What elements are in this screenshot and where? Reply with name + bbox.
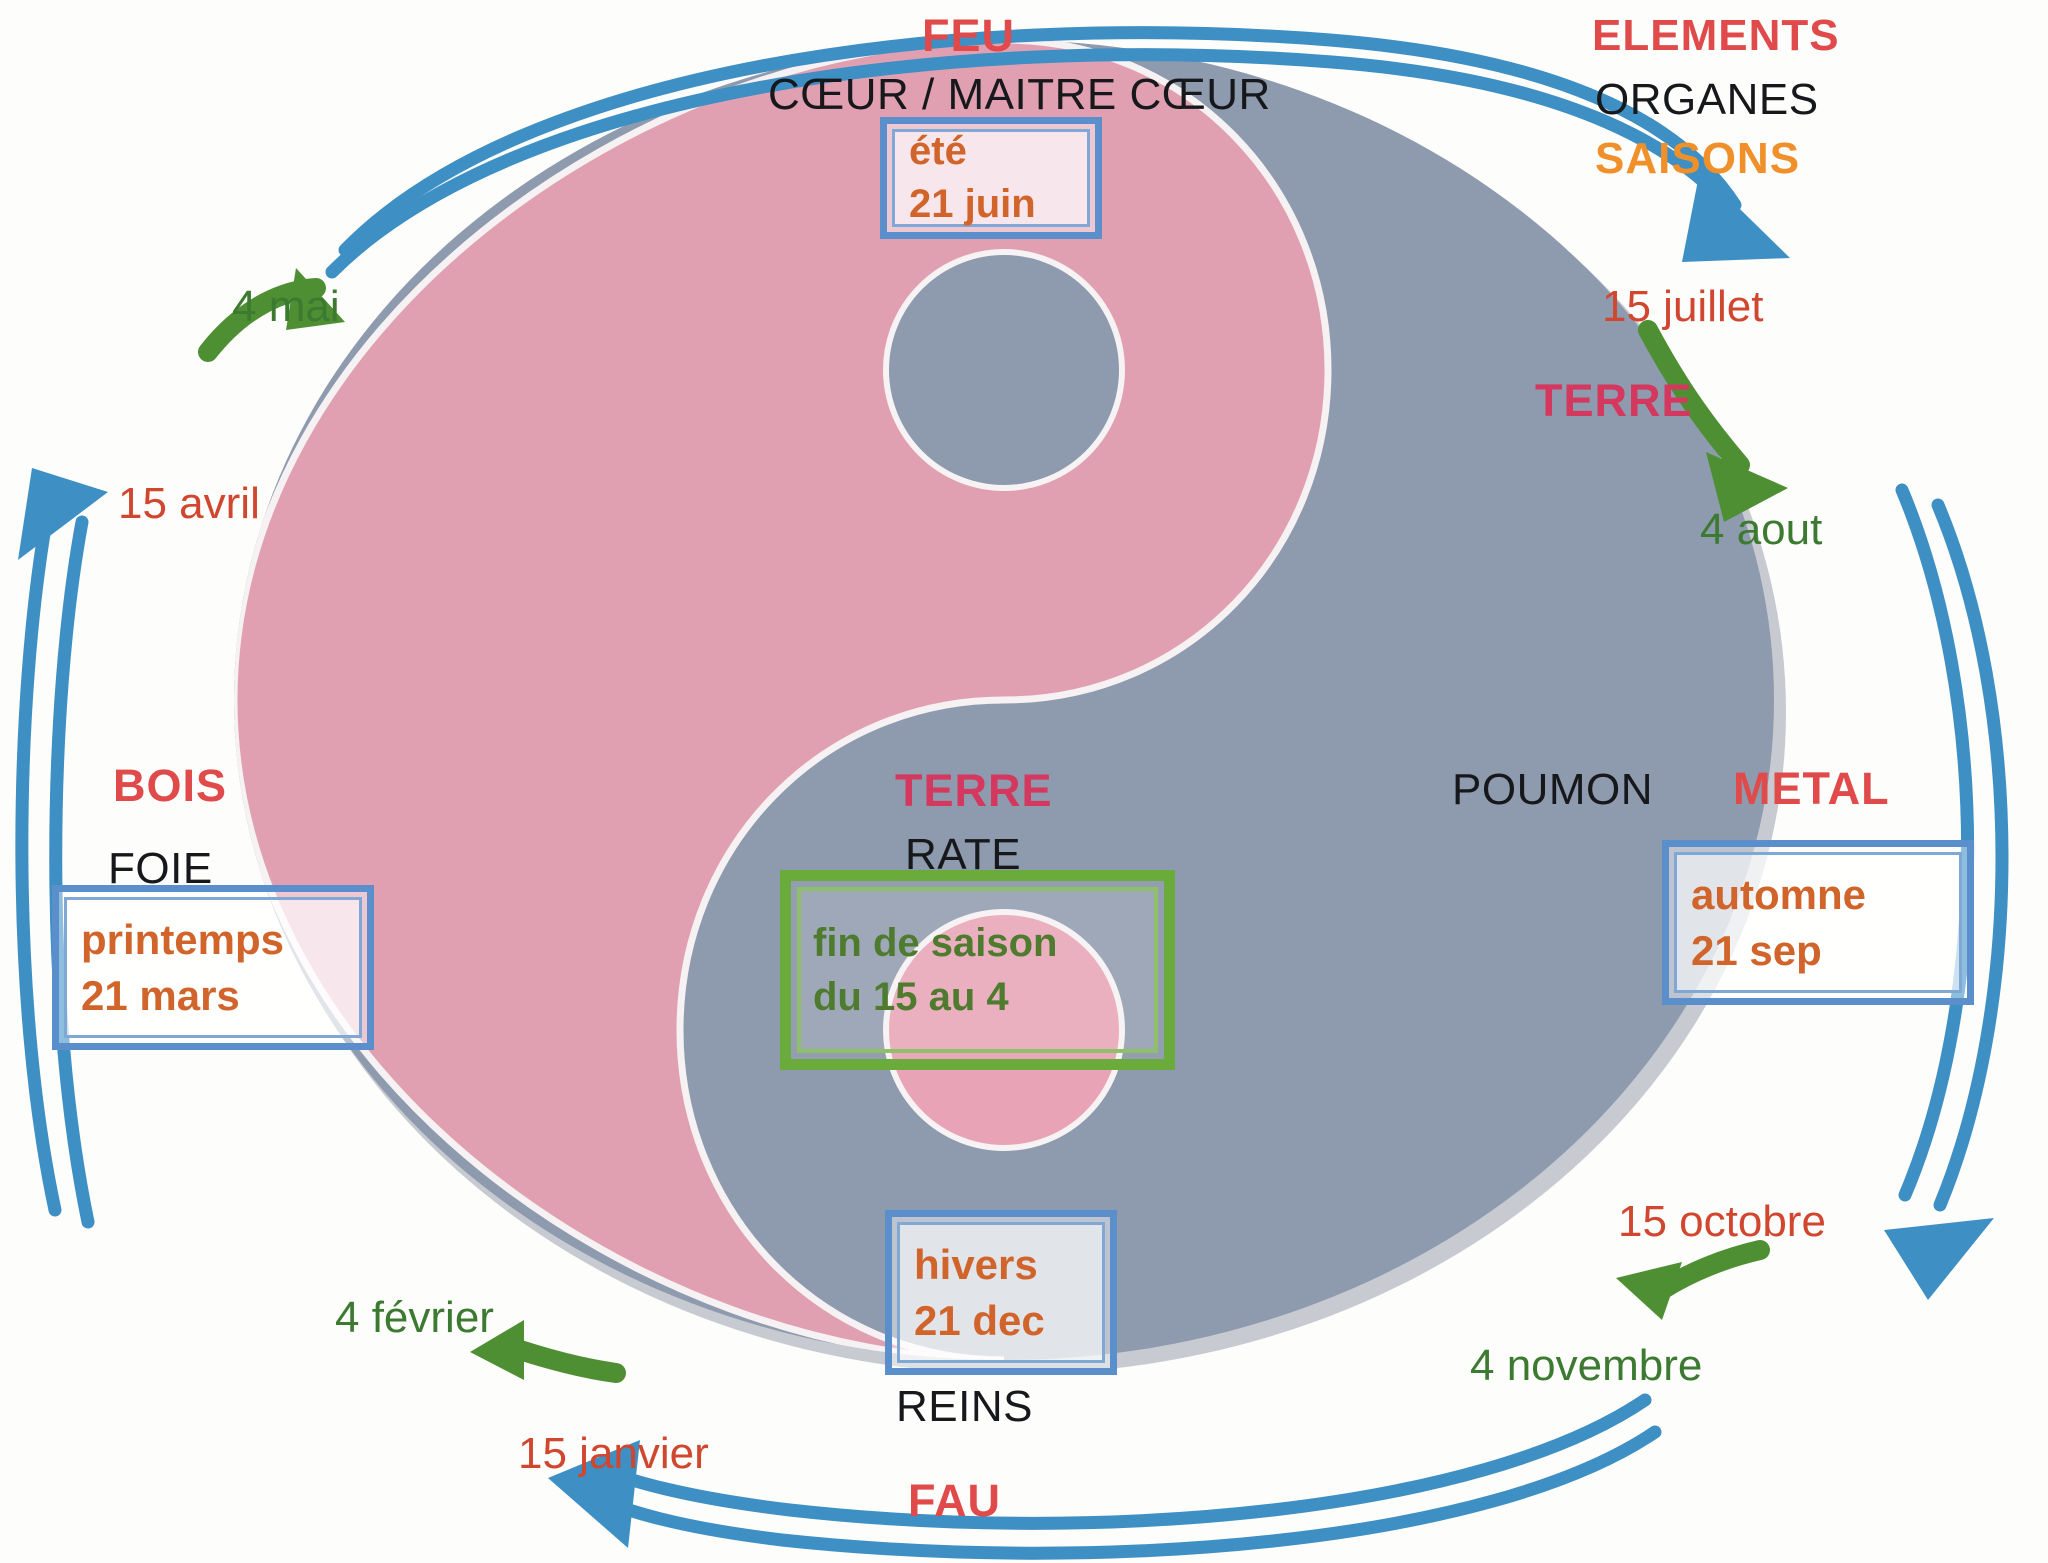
date-4-mai: 4 mai (232, 282, 340, 331)
arrowhead-green-4mai (286, 268, 345, 330)
date-4-fevrier: 4 février (335, 1293, 494, 1342)
season-printemps-date: 21 mars (81, 971, 240, 1019)
yin-dot (883, 249, 1125, 491)
date-15-juillet: 15 juillet (1602, 282, 1764, 331)
yang-dot (883, 909, 1125, 1151)
arrowhead-right-down (1884, 1218, 1994, 1300)
season-ete-name: été (909, 129, 967, 174)
organ-reins: REINS (896, 1382, 1033, 1431)
organ-poumon: POUMON (1452, 765, 1653, 814)
organ-foie: FOIE (108, 844, 213, 893)
season-box-automne: automne 21 sep (1662, 840, 1974, 1005)
arrowhead-green-4nov (1616, 1262, 1682, 1320)
organ-rate: RATE (905, 830, 1022, 879)
season-hivers-name: hivers (914, 1241, 1038, 1289)
green-arrowheads (286, 268, 1788, 1380)
element-metal: METAL (1733, 763, 1890, 814)
arrowhead-green-4fev (470, 1320, 524, 1380)
arrowhead-bottom-left (548, 1440, 640, 1548)
season-box-printemps: printemps 21 mars (52, 885, 374, 1050)
organ-coeur: CŒUR / MAITRE CŒUR (768, 70, 1271, 119)
season-fin-line2: du 15 au 4 (813, 975, 1009, 1019)
date-4-novembre: 4 novembre (1470, 1341, 1703, 1390)
element-bois: BOIS (113, 760, 228, 811)
date-15-janvier: 15 janvier (518, 1429, 709, 1478)
legend-organes: ORGANES (1595, 75, 1819, 124)
element-feu: FEU (922, 10, 1015, 61)
arrowhead-green-4aout (1706, 452, 1788, 522)
legend-elements: ELEMENTS (1592, 11, 1840, 60)
blue-cycle-arrows (15, 26, 2009, 1560)
season-fin-line1: fin de saison (813, 921, 1058, 965)
arrowhead-left-up (18, 468, 108, 560)
season-hivers-date: 21 dec (914, 1296, 1045, 1344)
date-15-octobre: 15 octobre (1618, 1197, 1826, 1246)
element-eau: FAU (908, 1475, 1001, 1526)
season-printemps-name: printemps (81, 916, 285, 964)
date-4-aout: 4 aout (1700, 505, 1823, 554)
season-box-fin-de-saison: fin de saison du 15 au 4 (780, 870, 1175, 1070)
season-automne-name: automne (1691, 871, 1867, 919)
element-terre-right: TERRE (1535, 375, 1693, 426)
element-terre-center: TERRE (895, 765, 1053, 816)
legend-saisons: SAISONS (1595, 134, 1801, 183)
season-box-hivers: hivers 21 dec (885, 1210, 1117, 1375)
arrowhead-top-right (1682, 170, 1790, 262)
season-automne-date: 21 sep (1691, 926, 1822, 974)
blue-arrowheads (18, 170, 1994, 1548)
date-15-avril: 15 avril (118, 479, 260, 528)
season-box-ete: été 21 juin (880, 117, 1102, 239)
season-ete-date: 21 juin (909, 182, 1036, 226)
